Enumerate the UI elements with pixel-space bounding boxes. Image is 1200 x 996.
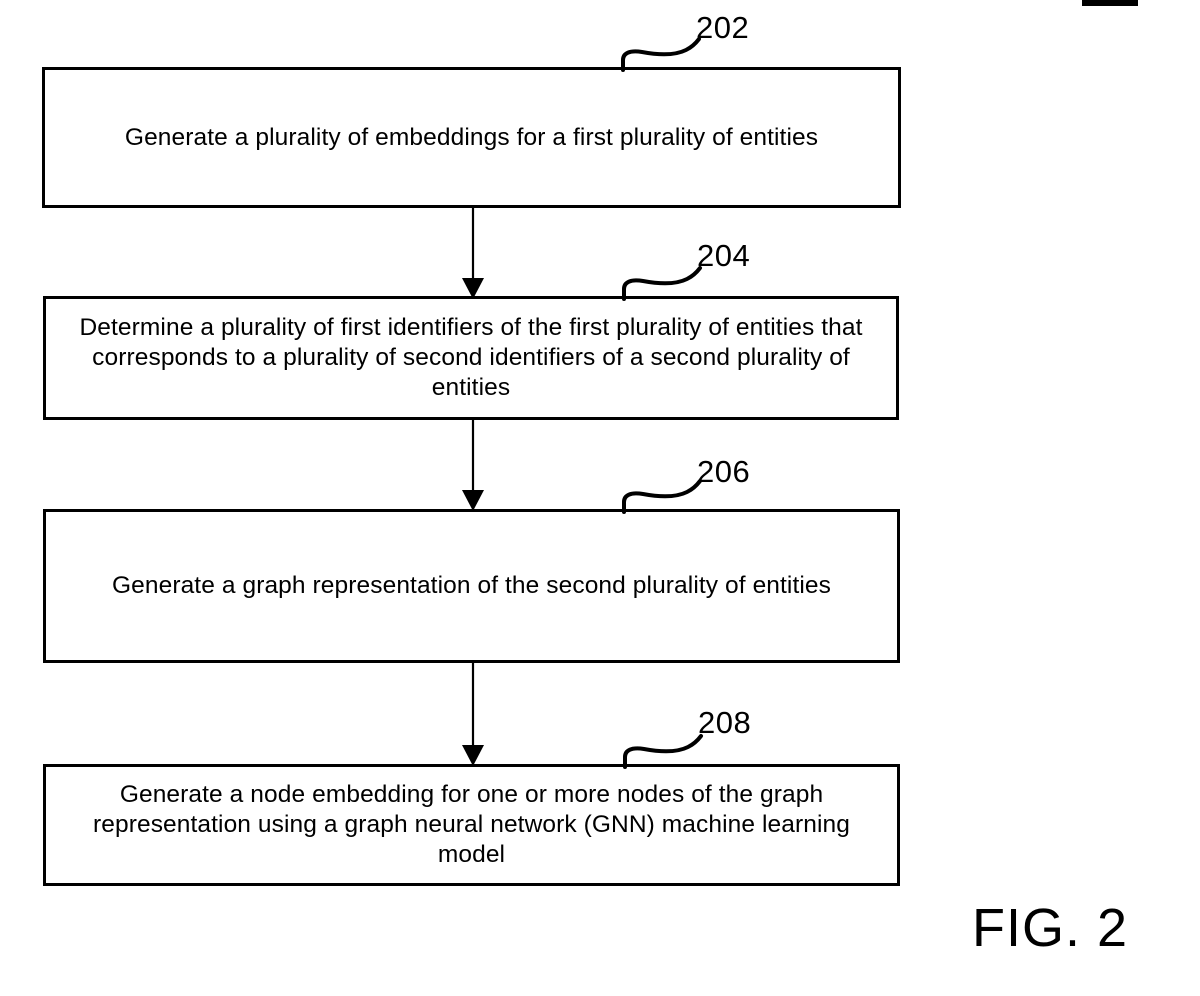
connector-arrow-202-204-icon xyxy=(462,206,484,299)
reference-numeral-202: 202 xyxy=(696,10,750,45)
connector-arrow-204-206-icon xyxy=(462,418,484,511)
reference-numeral-206: 206 xyxy=(697,454,751,489)
process-box-202[interactable]: Generate a plurality of embeddings for a… xyxy=(42,67,901,208)
page-scan-artifact xyxy=(1082,0,1138,6)
process-box-204[interactable]: Determine a plurality of first identifie… xyxy=(43,296,899,420)
process-box-206[interactable]: Generate a graph representation of the s… xyxy=(43,509,900,663)
process-box-204-label: Determine a plurality of first identifie… xyxy=(79,314,863,401)
process-box-208-label: Generate a node embedding for one or mor… xyxy=(93,781,850,868)
connector-arrow-206-208-icon xyxy=(462,661,484,766)
process-box-208[interactable]: Generate a node embedding for one or mor… xyxy=(43,764,900,886)
reference-numeral-208: 208 xyxy=(698,705,752,740)
process-box-206-label: Generate a graph representation of the s… xyxy=(111,572,831,599)
figure-caption: FIG. 2 xyxy=(972,898,1129,958)
reference-numeral-204: 204 xyxy=(697,238,751,273)
process-box-202-label: Generate a plurality of embeddings for a… xyxy=(124,123,819,151)
